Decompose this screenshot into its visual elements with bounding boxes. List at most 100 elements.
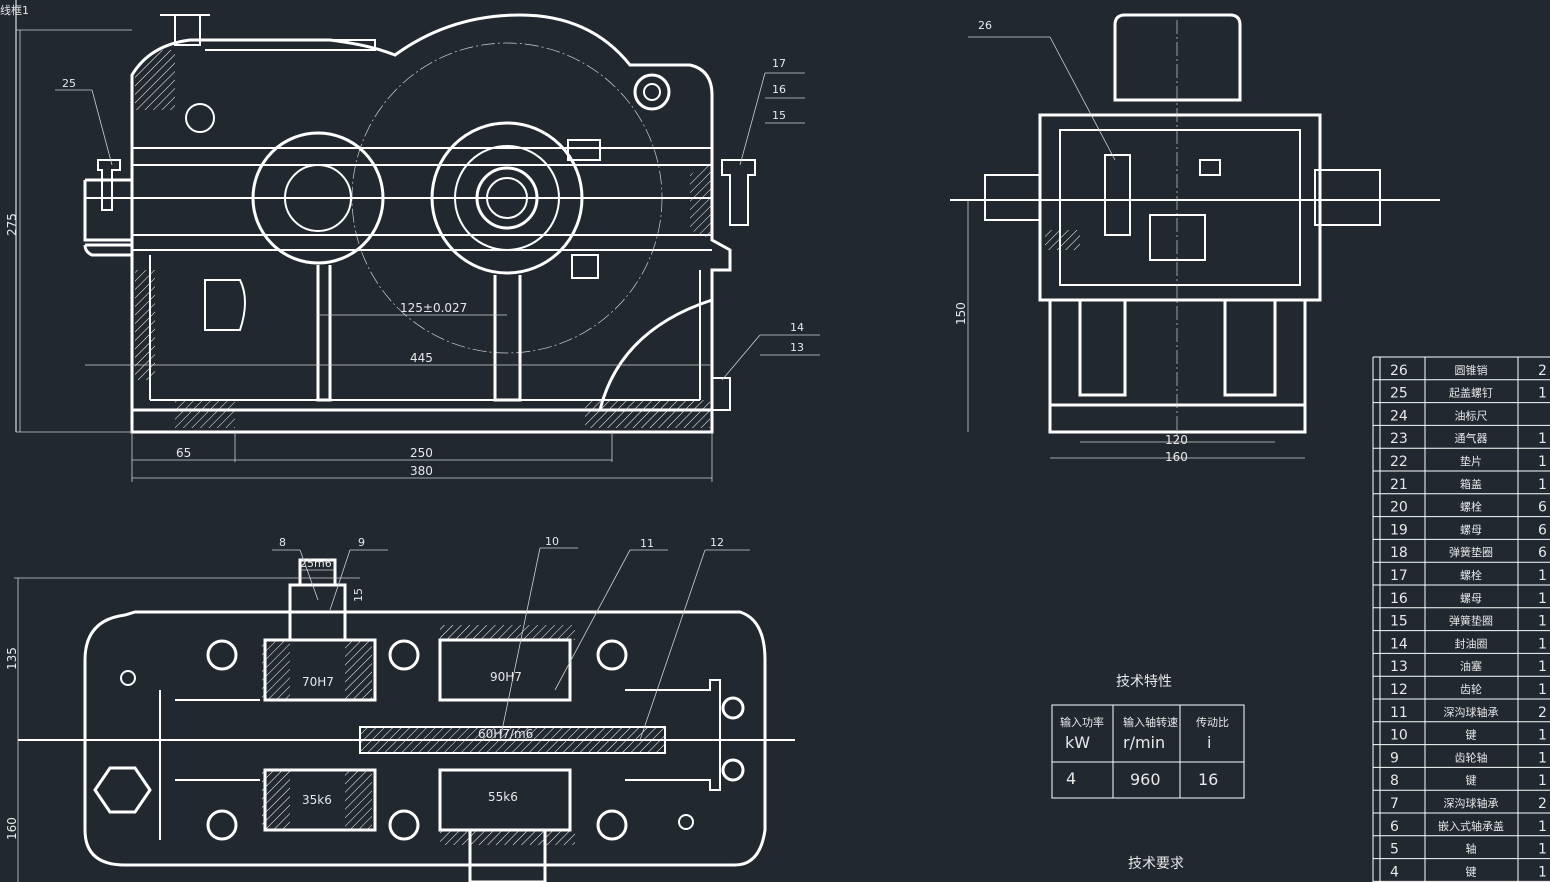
parts-row-qty: 6 [1538,522,1547,538]
callout-13: 13 [790,341,804,354]
parts-row-qty: 1 [1538,682,1547,698]
parts-row-name: 螺母 [1460,592,1482,605]
parts-row-number: 21 [1390,477,1408,493]
dim-text-height: 275 [5,213,19,236]
parts-row-qty: 2 [1538,705,1547,721]
breather-vent [160,14,376,51]
parts-row-name: 油标尺 [1455,408,1488,422]
callout-11-leader [554,549,631,691]
pinion-inner-circle [284,164,352,232]
parts-row-name: 圆锥销 [1455,363,1488,377]
top-bolt-hole-1 [206,639,238,671]
cover-bolt-25 [97,159,121,211]
callout-26-leader [1049,36,1116,161]
parts-row-number: 4 [1390,864,1399,880]
tech-spec-unit-power: kW [1065,733,1090,752]
tech-spec-unit-speed: r/min [1123,733,1165,752]
side-hatch [1045,230,1080,250]
hatch-section-right-base [585,400,710,428]
lift-hole-left [185,103,215,133]
top-housing-outline [83,610,767,867]
cover-bolts [567,139,601,279]
tech-spec-value-power: 4 [1066,769,1076,788]
side-shaft-ends [984,169,1381,226]
tech-spec-value-speed: 960 [1130,770,1161,789]
parts-row-qty: 1 [1538,636,1547,652]
parts-row-qty: 1 [1538,386,1547,402]
callout-9: 9 [358,536,365,549]
callout-25-leader [91,89,113,166]
callout-12: 12 [710,536,724,549]
side-housing-outline [1038,113,1322,302]
dim-text-left-top: 135 [5,647,19,670]
oil-plug-13 [711,377,731,411]
gear-bearing-mid-circle [454,145,560,251]
top-gear [359,726,666,754]
parts-row-name: 轴 [1466,842,1477,856]
parts-row-number: 14 [1390,636,1408,652]
parts-row-qty: 1 [1538,728,1547,744]
callout-8: 8 [279,536,286,549]
tech-spec-frame [1051,704,1245,799]
dim-text-side-outer: 160 [1165,450,1188,464]
dim-text-90H7: 90H7 [490,670,522,684]
callout-17-leader [739,72,766,166]
housing-ribs [316,265,522,402]
callout-10-leader [499,547,541,741]
parts-row-qty: 1 [1538,614,1547,630]
top-view[interactable]: 135 160 25m6 15 70H7 90H7 60H7/m6 35k6 5… [5,535,795,882]
parts-row-number: 13 [1390,659,1408,675]
parts-row-name: 键 [1466,773,1477,787]
parts-row-number: 5 [1390,842,1399,858]
parts-row-name: 起盖螺钉 [1449,386,1493,400]
parts-row-qty: 1 [1538,477,1547,493]
parts-row-qty: 1 [1538,864,1547,880]
dim-text-60H7m6: 60H7/m6 [478,727,533,741]
callout-10: 10 [545,535,559,548]
parts-row-number: 12 [1390,682,1408,698]
dim-text-center-distance: 125±0.027 [400,301,467,315]
parts-row-qty: 1 [1538,773,1547,789]
tech-spec-value-ratio: 16 [1198,770,1218,789]
parts-row-qty: 1 [1538,454,1547,470]
parts-row-qty: 2 [1538,363,1547,379]
tech-spec-header-power: 输入功率 [1060,715,1104,729]
tech-spec-header-ratio: 传动比 [1196,716,1229,729]
top-input-shaft-end [298,558,337,587]
top-lift-hole-1 [721,696,745,720]
parts-row-name: 键 [1466,728,1477,742]
side-view[interactable]: 150 120 160 26 [950,13,1440,464]
hatch-section-left [135,270,155,380]
callout-15: 15 [772,109,786,122]
parts-row-qty: 1 [1538,659,1547,675]
parts-row-number: 15 [1390,614,1408,630]
dim-text-35k6: 35k6 [302,793,332,807]
hatch-section-left-base [175,400,235,428]
hatch-section-oil-drain [690,160,712,240]
front-view[interactable]: 275 125±0.027 445 65 250 380 25 17 16 15… [5,13,820,482]
side-vent [1199,159,1221,176]
callout-17: 17 [772,57,786,70]
parts-row-name: 螺母 [1460,523,1482,536]
side-foot [1048,405,1307,434]
parts-row-qty: 1 [1538,819,1547,835]
gear-bearing-inner-circle [475,166,539,230]
parts-row-name: 弹簧垫圈 [1449,545,1493,559]
dim-text-70H7: 70H7 [302,675,334,689]
dim-text-15: 15 [352,588,365,602]
bolt-17 [721,159,756,226]
frame-label: 线框1 [0,3,29,17]
parts-row-name: 垫片 [1460,454,1482,468]
parts-row-name: 嵌入式轴承盖 [1438,819,1504,833]
top-pin-hole-2 [678,814,694,830]
parts-row-name: 封油圈 [1455,636,1488,650]
tech-spec-unit-ratio: i [1207,733,1211,752]
oil-gauge-boss [204,279,246,331]
parts-row-name: 键 [1466,864,1477,878]
side-ribs [1078,300,1277,397]
parts-row-number: 20 [1390,500,1408,516]
side-base [1048,300,1307,407]
tech-spec-table[interactable]: 技术特性 输入功率 kW 输入轴转速 r/min 传动比 i 4 960 16 … [1051,674,1245,872]
